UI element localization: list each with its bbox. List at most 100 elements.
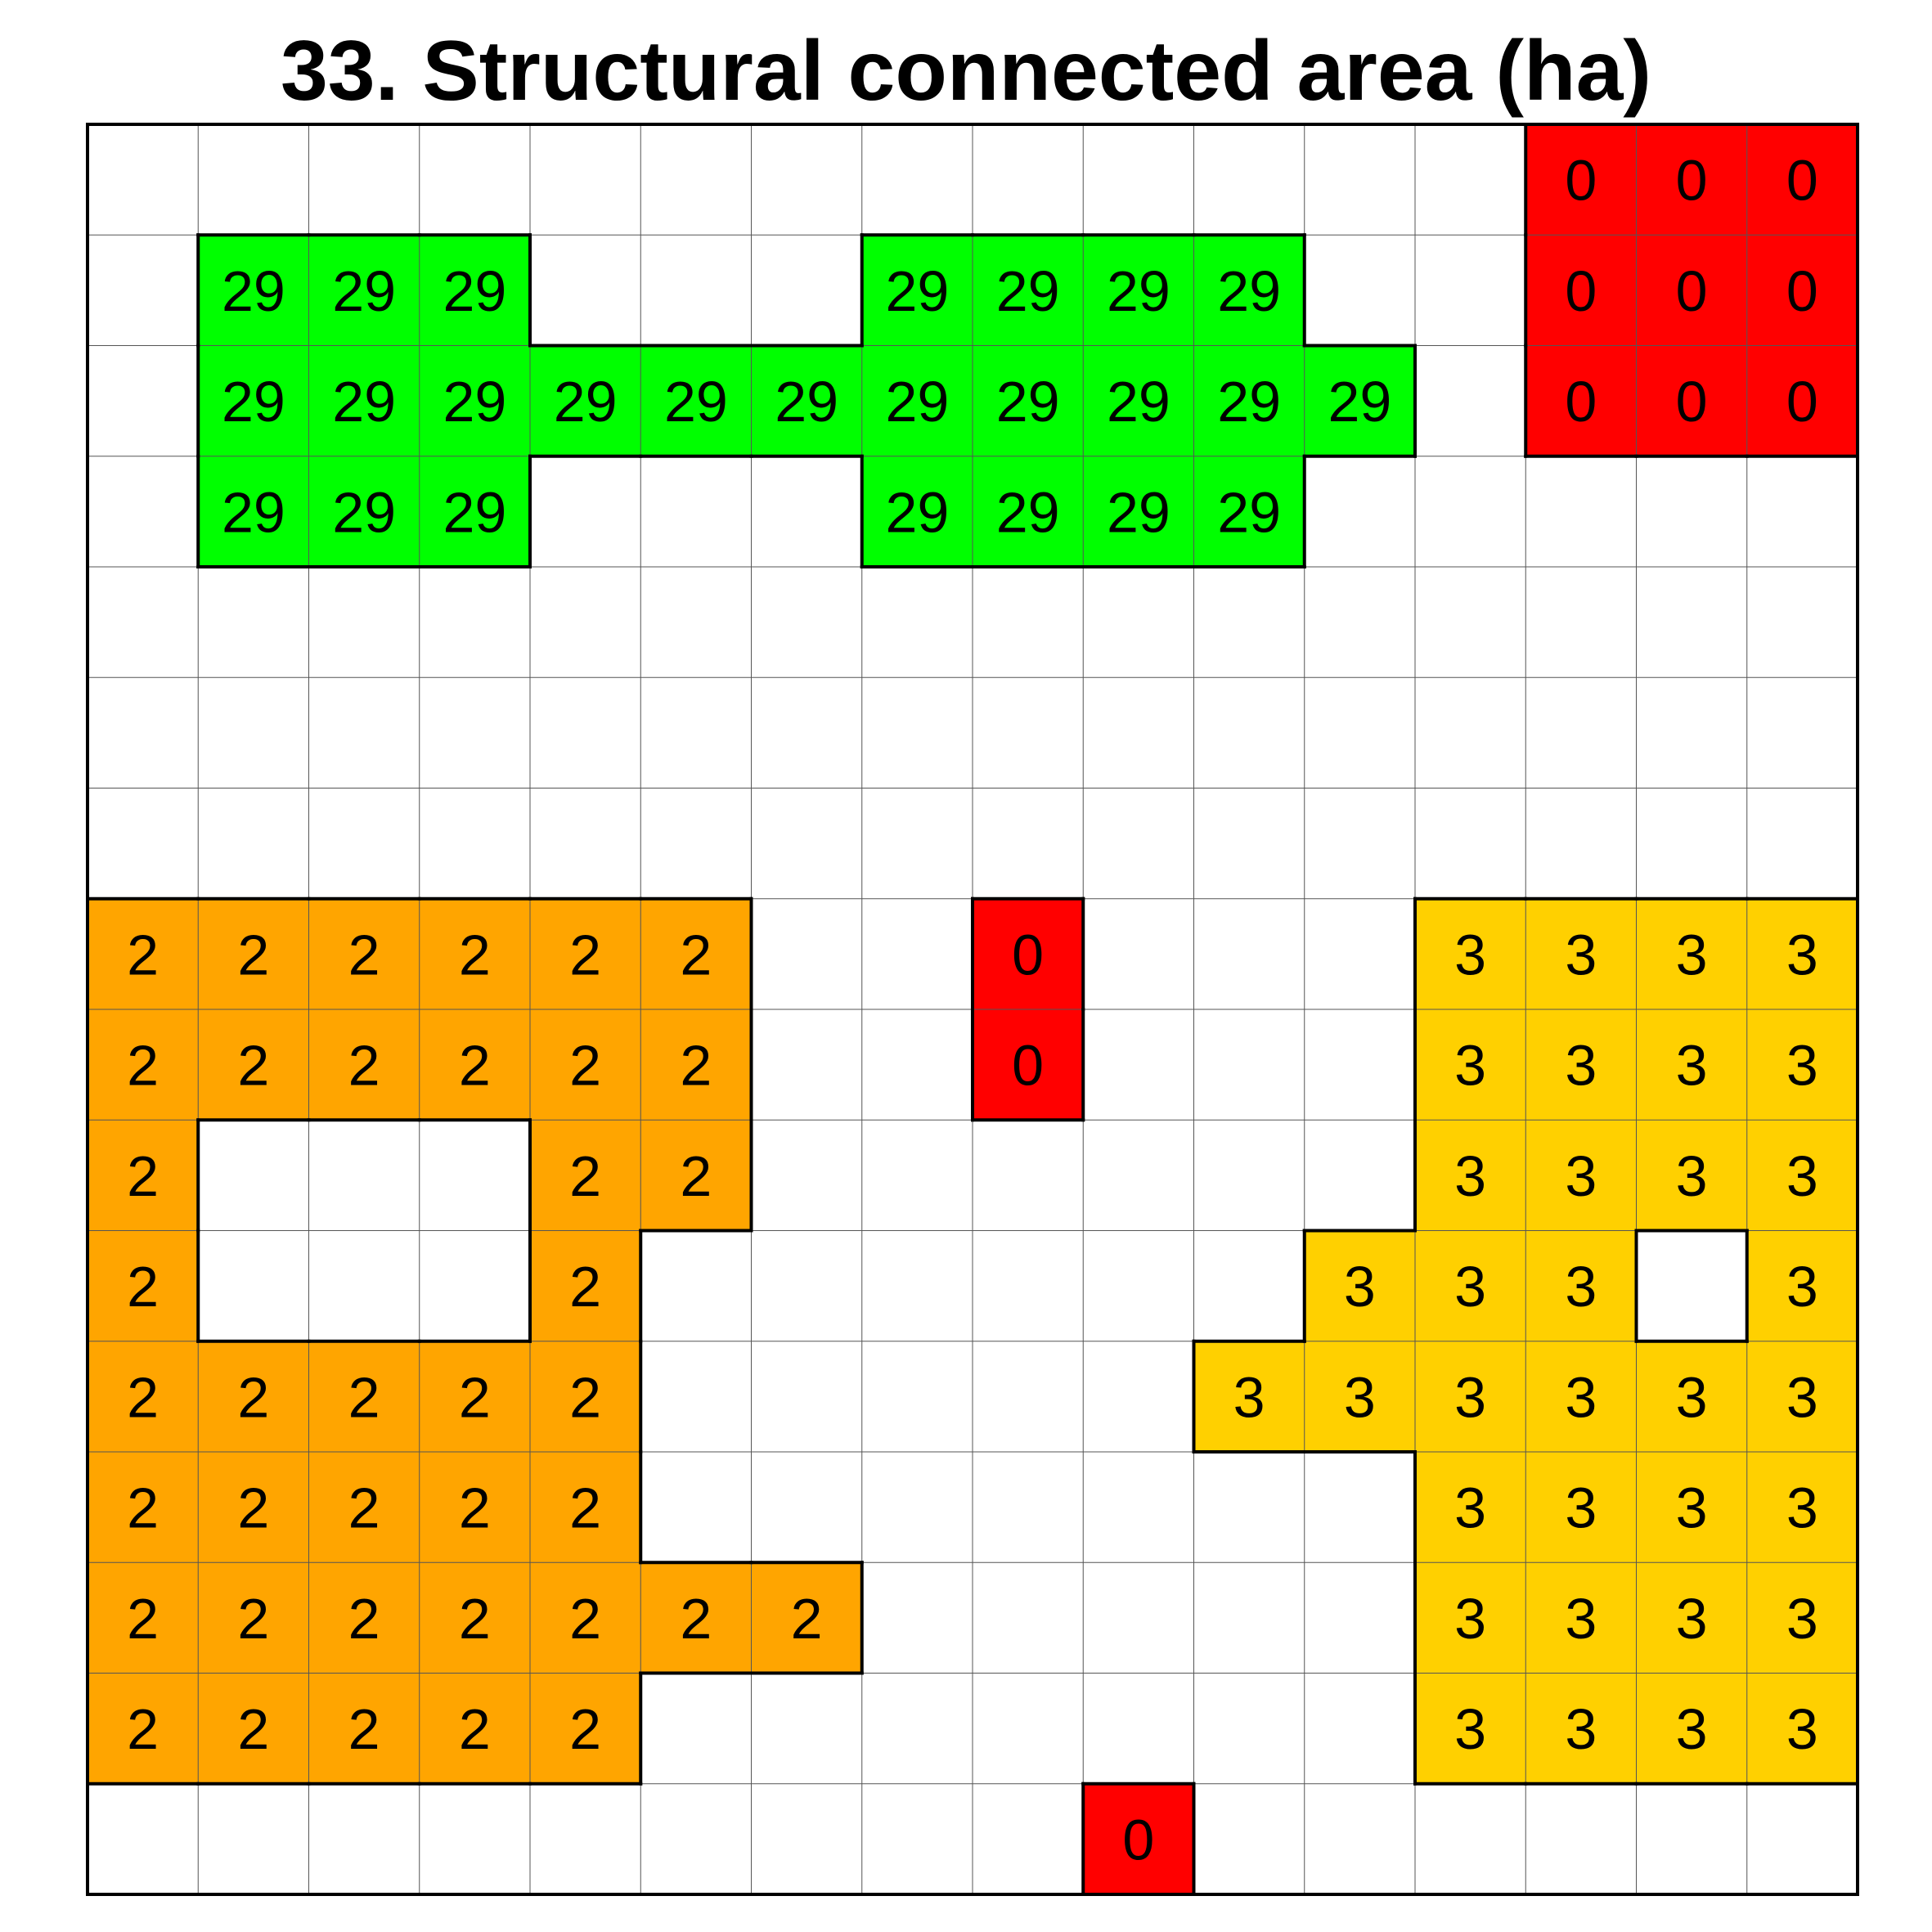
cell-value-label: 3: [1676, 1034, 1708, 1098]
cell-fill: [308, 1341, 420, 1452]
cell-fill: [308, 1562, 420, 1674]
cell-fill: [530, 1341, 641, 1452]
cell-fill: [861, 345, 973, 456]
cell-fill: [973, 345, 1084, 456]
cell-fill: [1746, 898, 1858, 1009]
cell-value-label: 2: [127, 1255, 159, 1319]
cell-fill: [530, 898, 641, 1009]
cell-fill: [88, 1120, 199, 1231]
cell-fill: [419, 1673, 530, 1784]
cell-value-label: 29: [443, 480, 506, 544]
cell-value-label: 29: [332, 370, 396, 434]
cell-fill: [1525, 898, 1637, 1009]
cell-value-label: 3: [1344, 1255, 1376, 1319]
cell-fill: [1746, 124, 1858, 236]
cell-fill: [751, 345, 862, 456]
cell-fill: [973, 1009, 1084, 1121]
cell-value-label: 2: [680, 1144, 712, 1208]
cell-fill: [1636, 898, 1747, 1009]
cell-value-label: 29: [1107, 480, 1170, 544]
cell-fill: [308, 235, 420, 346]
cell-fill: [1525, 1009, 1637, 1121]
cell-value-label: 3: [1454, 1697, 1486, 1761]
cell-fill: [1746, 345, 1858, 456]
cell-value-label: 29: [222, 370, 285, 434]
cell-fill: [1304, 1230, 1415, 1341]
cell-fill: [1193, 456, 1305, 567]
grid-frame: [86, 123, 1859, 1896]
cell-fill: [1746, 235, 1858, 346]
cell-value-label: 0: [1786, 370, 1818, 434]
cell-value-label: 2: [348, 1697, 380, 1761]
cell-fill: [308, 1673, 420, 1784]
cell-fill: [973, 456, 1084, 567]
cell-value-label: 3: [1233, 1365, 1265, 1429]
cell-fill: [1083, 1783, 1194, 1894]
cell-fill: [640, 1120, 752, 1231]
cell-fill: [640, 345, 752, 456]
cell-fill: [88, 1562, 199, 1674]
cell-value-label: 3: [1454, 1255, 1486, 1319]
cell-fill: [198, 235, 309, 346]
cell-value-label: 2: [791, 1587, 823, 1651]
cell-value-label: 2: [127, 1365, 159, 1429]
cell-value-label: 29: [996, 370, 1060, 434]
cell-value-label: 2: [569, 1034, 601, 1098]
cell-fill: [1636, 345, 1747, 456]
cell-fill: [308, 456, 420, 567]
cell-value-label: 3: [1565, 1697, 1597, 1761]
cell-fill: [1415, 1120, 1526, 1231]
cell-value-label: 3: [1454, 1365, 1486, 1429]
cell-value-label: 2: [459, 1365, 491, 1429]
cell-value-label: 2: [680, 1587, 712, 1651]
cell-value-label: 29: [554, 370, 618, 434]
cell-fill: [1525, 1230, 1637, 1341]
cell-fill: [419, 456, 530, 567]
cell-value-label: 29: [885, 259, 949, 323]
cell-fill: [640, 898, 752, 1009]
cell-fill: [1415, 898, 1526, 1009]
cell-value-label: 2: [127, 1587, 159, 1651]
cell-fill: [308, 898, 420, 1009]
cell-fill: [419, 1562, 530, 1674]
cell-fill: [1636, 1562, 1747, 1674]
cell-fill: [1636, 1673, 1747, 1784]
cell-fill: [1636, 1452, 1747, 1563]
cell-value-label: 2: [237, 1476, 269, 1540]
cell-fill: [1415, 1230, 1526, 1341]
cell-value-label: 3: [1786, 1365, 1818, 1429]
cell-value-label: 0: [1565, 149, 1597, 213]
cell-fill: [419, 898, 530, 1009]
cell-fill: [973, 898, 1084, 1009]
cell-value-label: 3: [1344, 1365, 1376, 1429]
cell-value-label: 2: [569, 1587, 601, 1651]
cell-value-label: 2: [127, 1034, 159, 1098]
cell-value-label: 3: [1565, 1476, 1597, 1540]
cell-value-label: 0: [1565, 259, 1597, 323]
cell-value-label: 2: [127, 923, 159, 986]
cell-value-label: 29: [1107, 259, 1170, 323]
cell-fill: [88, 1230, 199, 1341]
cell-fill: [198, 1452, 309, 1563]
cell-value-label: 2: [237, 1034, 269, 1098]
cell-value-label: 2: [569, 1144, 601, 1208]
cell-value-label: 0: [1012, 1034, 1044, 1098]
cell-fill: [88, 1452, 199, 1563]
cell-value-label: 2: [569, 1255, 601, 1319]
cell-fill: [1304, 1341, 1415, 1452]
cell-fill: [1746, 1341, 1858, 1452]
cell-fill: [1193, 1341, 1305, 1452]
cell-value-label: 29: [443, 259, 506, 323]
cell-fill: [308, 1452, 420, 1563]
cell-fill: [973, 235, 1084, 346]
cell-fill: [1415, 1673, 1526, 1784]
cell-value-label: 0: [1676, 259, 1708, 323]
cell-value-label: 0: [1012, 923, 1044, 986]
cell-fill: [1746, 1452, 1858, 1563]
cell-fill: [1746, 1230, 1858, 1341]
cell-value-label: 2: [348, 923, 380, 986]
cell-value-label: 29: [1217, 480, 1281, 544]
cell-value-label: 29: [996, 259, 1060, 323]
cell-fill: [530, 1673, 641, 1784]
cell-fill: [1525, 1341, 1637, 1452]
